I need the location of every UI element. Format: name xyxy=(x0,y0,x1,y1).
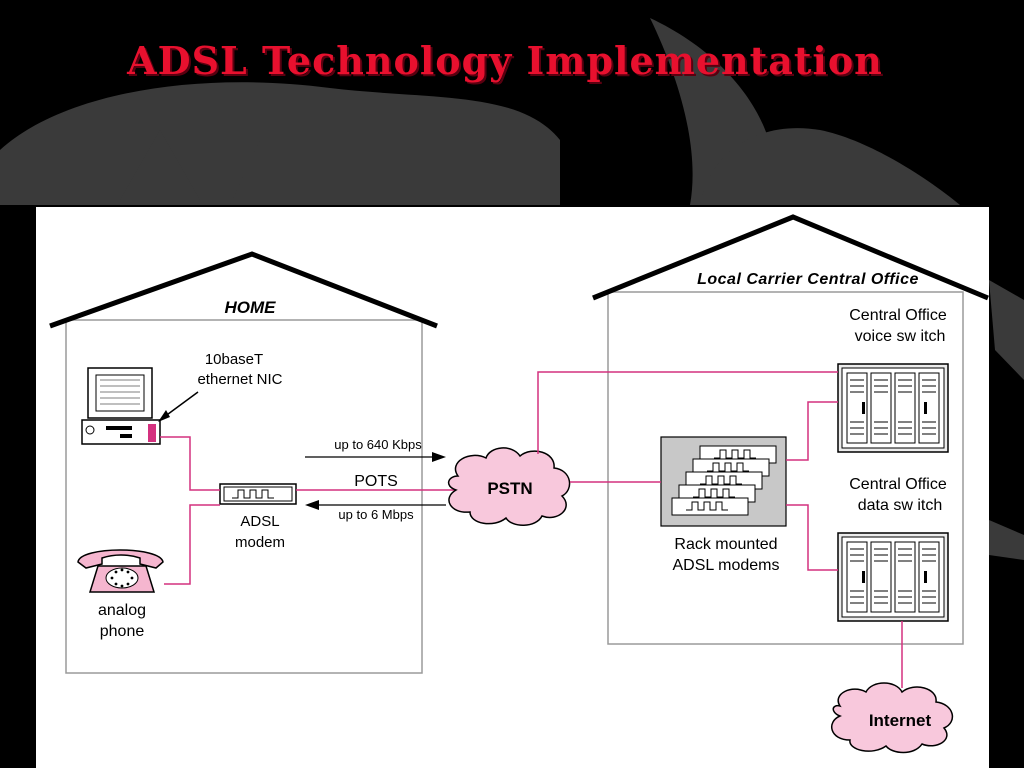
phone-label-line1: analog xyxy=(98,602,146,619)
voice-switch-label-line1: Central Office xyxy=(849,307,947,324)
cloud-icon xyxy=(447,447,571,526)
pots-label: POTS xyxy=(354,473,398,490)
switch-cabinet-icon xyxy=(837,532,949,622)
pstn-label: PSTN xyxy=(487,479,532,498)
central-office-building xyxy=(607,291,964,645)
telephone-icon xyxy=(77,549,164,593)
downstream-label: up to 6 Mbps xyxy=(338,507,414,522)
rack-label-line1: Rack mounted xyxy=(674,536,777,553)
home-building xyxy=(65,319,423,674)
downstream-arrow-head xyxy=(305,500,319,510)
slide-title: ADSL Technology Implementation xyxy=(127,38,883,83)
voice-switch-label-line2: voice sw itch xyxy=(855,328,946,345)
central-office-roof xyxy=(592,214,989,301)
phone-label-line2: phone xyxy=(100,623,145,640)
internet-label: Internet xyxy=(869,711,932,730)
pc-label-line2: ethernet NIC xyxy=(197,371,282,388)
rack-label-line2: ADSL modems xyxy=(673,557,780,574)
pc-label-line1: 10baseT xyxy=(205,351,263,368)
modem-label-line2: modem xyxy=(235,534,285,551)
modem-rack-icon xyxy=(660,436,787,527)
computer-icon xyxy=(81,367,161,445)
data-switch-label-line1: Central Office xyxy=(849,476,947,493)
data-switch-label-line2: data sw itch xyxy=(858,497,942,514)
cloud-icon xyxy=(830,682,954,754)
modem-label-line1: ADSL xyxy=(240,513,279,530)
arrow-head xyxy=(158,410,170,422)
home-label: HOME xyxy=(225,298,277,317)
modem-icon xyxy=(219,483,297,505)
central-office-label: Local Carrier Central Office xyxy=(697,271,919,288)
central-office-connections xyxy=(537,371,903,688)
upstream-arrow-head xyxy=(432,452,446,462)
upstream-label: up to 640 Kbps xyxy=(334,437,422,452)
switch-cabinet-icon xyxy=(837,363,949,453)
home-roof xyxy=(49,251,438,329)
home-connections xyxy=(160,436,462,585)
